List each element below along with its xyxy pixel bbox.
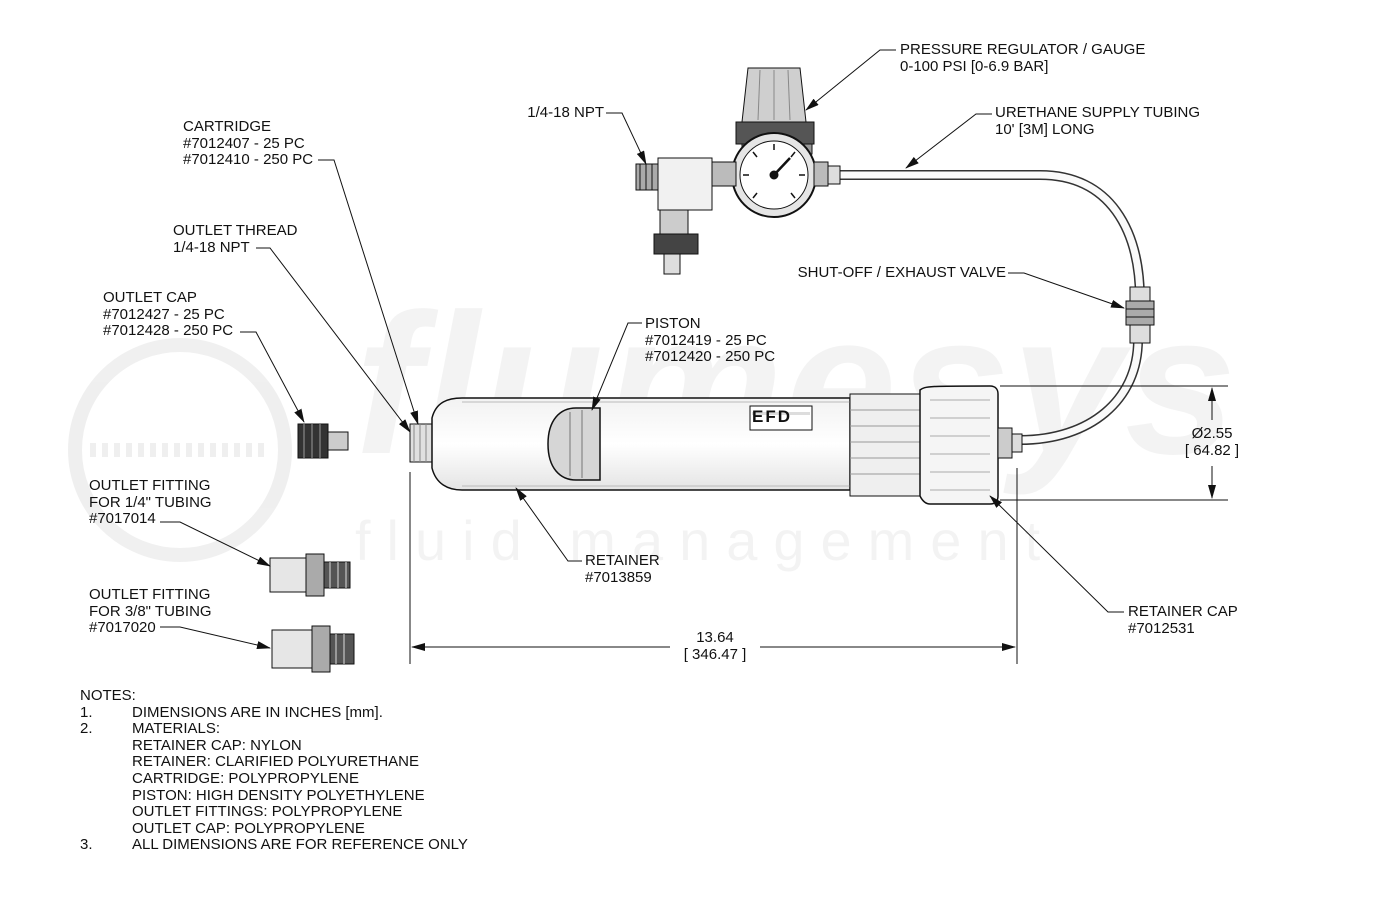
watermark-circle xyxy=(68,338,292,562)
note-number: 3. xyxy=(80,836,93,854)
note-item: OUTLET CAP: POLYPROPYLENE xyxy=(80,819,468,838)
note-text: DIMENSIONS ARE IN INCHES [mm]. xyxy=(132,703,383,721)
label-line: RETAINER CAP xyxy=(1128,603,1238,620)
label-line: PRESSURE REGULATOR / GAUGE xyxy=(900,41,1146,58)
label-line: FOR 1/4" TUBING xyxy=(89,493,212,511)
label-line: #7012420 - 250 PC xyxy=(645,348,776,365)
label-line: #7017020 xyxy=(89,619,156,636)
note-text: RETAINER CAP: NYLON xyxy=(132,736,302,754)
dimension-length: 13.64 [ 346.47 ] xyxy=(672,629,758,663)
label-line: #7012531 xyxy=(1128,619,1195,637)
notes-list: 1. DIMENSIONS ARE IN INCHES [mm]. 2. MATERI… xyxy=(80,703,468,854)
label-line: OUTLET FITTING xyxy=(89,477,211,494)
note-text: RETAINER: CLARIFIED POLYURETHANE xyxy=(132,753,419,771)
label-shutoff-valve: SHUT-OFF / EXHAUST VALVE xyxy=(760,264,1006,282)
note-item: OUTLET FITTINGS: POLYPROPYLENE xyxy=(80,804,468,821)
tee-fitting xyxy=(635,157,713,275)
label-outlet-cap: OUTLET CAP #7012427 - 25 PC #7012428 - 2… xyxy=(103,289,234,340)
note-item: CARTRIDGE: POLYPROPYLENE xyxy=(80,769,468,788)
label-npt-inlet: 1/4-18 NPT xyxy=(520,104,604,122)
label-line: OUTLET THREAD xyxy=(173,222,298,239)
gauge-ticks xyxy=(743,144,805,199)
urethane-supply-tubing xyxy=(840,170,1145,445)
pressure-regulator xyxy=(711,67,841,218)
label-line: #7012407 - 25 PC xyxy=(183,134,305,152)
note-text: OUTLET CAP: POLYPROPYLENE xyxy=(132,819,365,837)
shutoff-exhaust-valve xyxy=(1125,286,1155,344)
outlet-fitting-three-eighths-part xyxy=(271,625,355,673)
label-line: PISTON xyxy=(645,315,701,332)
label-urethane-tubing: URETHANE SUPPLY TUBING 10' [3M] LONG xyxy=(995,104,1201,138)
leader-lines xyxy=(160,49,1125,649)
label-retainer-cap: RETAINER CAP #7012531 xyxy=(1128,603,1238,637)
note-item: 1. DIMENSIONS ARE IN INCHES [mm]. xyxy=(80,703,468,722)
label-cartridge: CARTRIDGE #7012407 - 25 PC #7012410 - 25… xyxy=(183,118,314,169)
dimension-inches: 13.64 xyxy=(696,629,734,646)
label-line: #7012419 - 25 PC xyxy=(645,331,767,349)
dimension-mm: [ 346.47 ] xyxy=(683,645,747,663)
label-line: 0-100 PSI [0-6.9 BAR] xyxy=(900,57,1049,75)
label-piston: PISTON #7012419 - 25 PC #7012420 - 250 P… xyxy=(645,315,776,366)
dimension-diameter: Ø2.55 [ 64.82 ] xyxy=(1176,425,1248,459)
label-line: #7017014 xyxy=(89,510,156,527)
watermark-tagline: fluid management xyxy=(355,508,1056,573)
label-line: #7012428 - 250 PC xyxy=(103,322,234,339)
label-outlet-fitting-quarter: OUTLET FITTING FOR 1/4" TUBING #7017014 xyxy=(89,477,212,528)
label-pressure-regulator: PRESSURE REGULATOR / GAUGE 0-100 PSI [0-… xyxy=(900,41,1146,75)
note-text: OUTLET FITTINGS: POLYPROPYLENE xyxy=(132,803,403,821)
retainer-cap-grip xyxy=(930,399,990,491)
label-line: 1/4-18 NPT xyxy=(173,238,250,256)
note-text: CARTRIDGE: POLYPROPYLENE xyxy=(132,769,360,787)
label-retainer: RETAINER #7013859 xyxy=(585,552,660,586)
outlet-fitting-quarter-part xyxy=(269,553,351,597)
dimension-mm: [ 64.82 ] xyxy=(1184,441,1240,459)
note-item: RETAINER: CLARIFIED POLYURETHANE xyxy=(80,754,468,771)
label-line: #7012427 - 25 PC xyxy=(103,305,225,323)
label-line: #7013859 xyxy=(585,568,652,586)
note-item: 2. MATERIALS: xyxy=(80,721,468,738)
note-item: PISTON: HIGH DENSITY POLYETHYLENE xyxy=(80,786,468,805)
dimension-lines xyxy=(409,385,1228,664)
label-line: URETHANE SUPPLY TUBING xyxy=(995,104,1201,121)
notes-block: NOTES: 1.DIMENSIONS ARE IN INCHES [mm].2… xyxy=(80,687,468,854)
label-line: 1/4-18 NPT xyxy=(527,104,604,121)
label-line: CARTRIDGE xyxy=(183,118,272,135)
cartridge-assembly xyxy=(409,385,1023,505)
label-line: SHUT-OFF / EXHAUST VALVE xyxy=(797,264,1006,281)
label-line: RETAINER xyxy=(585,552,660,569)
note-item: 3. ALL DIMENSIONS ARE FOR REFERENCE ONLY xyxy=(80,837,468,854)
outlet-cap-part xyxy=(297,423,349,459)
efd-logo: EFD xyxy=(752,407,792,426)
note-text: PISTON: HIGH DENSITY POLYETHYLENE xyxy=(132,786,425,804)
notes-title: NOTES: xyxy=(80,687,136,704)
note-number: 1. xyxy=(80,703,93,721)
dimension-inches: Ø2.55 xyxy=(1191,425,1233,442)
label-line: OUTLET CAP xyxy=(103,289,197,306)
label-line: 10' [3M] LONG xyxy=(995,120,1095,138)
note-text: ALL DIMENSIONS ARE FOR REFERENCE ONLY xyxy=(132,836,468,854)
label-line: #7012410 - 250 PC xyxy=(183,151,314,168)
retainer-cap-ribs xyxy=(850,409,920,475)
note-item: RETAINER CAP: NYLON xyxy=(80,736,468,755)
note-text: MATERIALS: xyxy=(132,720,221,738)
label-outlet-fitting-three-eighths: OUTLET FITTING FOR 3/8" TUBING #7017020 xyxy=(89,586,212,637)
label-outlet-thread: OUTLET THREAD 1/4-18 NPT xyxy=(173,222,298,256)
note-number: 2. xyxy=(80,720,93,738)
label-line: FOR 3/8" TUBING xyxy=(89,602,212,620)
label-line: OUTLET FITTING xyxy=(89,586,211,603)
